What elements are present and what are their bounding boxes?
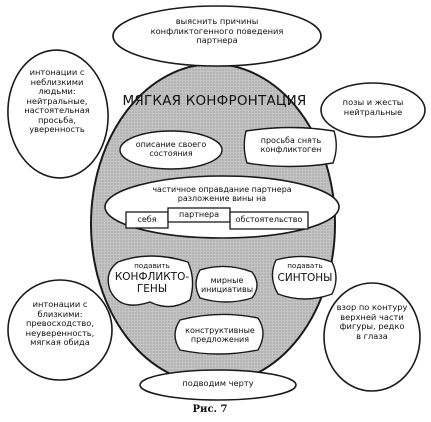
constructive-proposals-text: конструктивные предложения bbox=[185, 326, 255, 345]
mimic-syntons-verb: подавать bbox=[287, 261, 323, 270]
peaceful-initiatives-shape bbox=[195, 265, 258, 303]
top-goal-text: выяснить причины конфликтогенного поведе… bbox=[150, 16, 284, 46]
blame-circumstance-box bbox=[229, 211, 309, 230]
bottom-conclusion-text: подводим черту bbox=[182, 378, 254, 388]
ask-remove-text: просьба снять конфликтоген bbox=[260, 136, 322, 155]
left-top-bubble-shape bbox=[7, 49, 109, 179]
right-top-bubble-text: позы и жесты нейтральные bbox=[342, 97, 404, 117]
constructive-proposals-shape bbox=[174, 313, 264, 355]
blame-circumstance-text: обстоятельство bbox=[235, 215, 303, 224]
mimic-conflictogens-shape bbox=[107, 255, 194, 308]
right-bottom-bubble-text: взор по контуру верхней части фигуры, ре… bbox=[336, 302, 408, 341]
mimic-conflictogens-verb: подавить bbox=[134, 261, 170, 270]
left-bottom-bubble-shape bbox=[7, 279, 113, 381]
diagram-title: МЯГКАЯ КОНФРОНТАЦИЯ bbox=[122, 93, 307, 109]
left-top-bubble-text: интонации с неблизкими людьми: нейтральн… bbox=[24, 67, 90, 135]
right-bottom-bubble-shape bbox=[323, 282, 421, 392]
figure-caption: Рис. 7 bbox=[192, 404, 228, 415]
mimic-syntons-noun: СИНТОНЫ bbox=[277, 272, 333, 284]
ask-remove-shape bbox=[243, 126, 337, 168]
describe-state-shape bbox=[119, 130, 223, 170]
blame-self-text: себя bbox=[137, 215, 157, 224]
partial-justification-text: частичное оправдание партнера разложение… bbox=[152, 185, 292, 204]
right-top-bubble-shape bbox=[320, 82, 426, 138]
top-goal-ellipse bbox=[112, 5, 322, 67]
blame-partner-text: партнера bbox=[178, 210, 219, 219]
peaceful-initiatives-text: мирные инициативы bbox=[200, 276, 254, 295]
bottom-conclusion-shape bbox=[139, 369, 297, 401]
left-bottom-bubble-text: интонации с близкими: превосходство, неу… bbox=[25, 299, 95, 348]
mimic-syntons-shape bbox=[271, 255, 337, 300]
mimic-conflictogens-noun: КОНФЛИКТО-ГЕНЫ bbox=[114, 271, 190, 295]
describe-state-text: описание своего состояния bbox=[135, 140, 207, 159]
